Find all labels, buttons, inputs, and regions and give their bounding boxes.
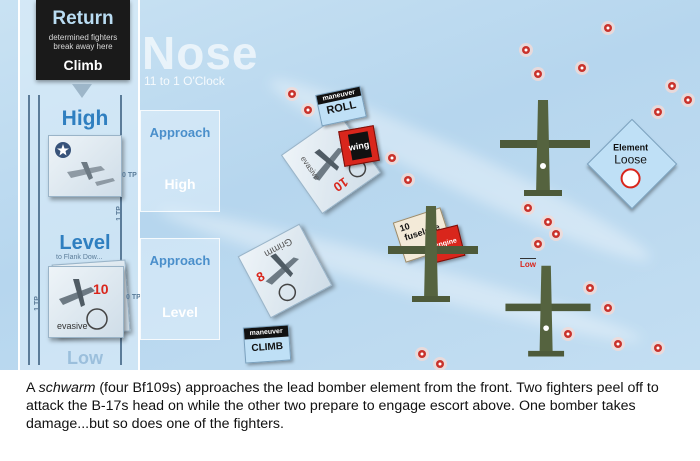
level-zone-label: Level: [59, 232, 111, 254]
level-fighter-counter[interactable]: 10 evasive: [48, 266, 124, 338]
wing-hit-marker[interactable]: wing: [338, 125, 380, 167]
flak-burst-icon: [401, 173, 415, 187]
caption-before: A: [26, 380, 39, 396]
fighter-plane-icon: [55, 142, 115, 186]
flak-burst-icon: [541, 215, 555, 229]
flak-burst-icon: [681, 93, 695, 107]
flak-burst-icon: [651, 105, 665, 119]
tp-marker: 1 TP: [115, 206, 123, 221]
flak-burst-icon: [531, 237, 545, 251]
low-position-label: Low: [520, 258, 536, 269]
approach-altitude: High: [164, 176, 196, 192]
return-box: Return determined fighters break away he…: [36, 0, 130, 80]
flak-burst-icon: [665, 79, 679, 93]
flak-burst-icon: [561, 327, 575, 341]
maneuver-header: maneuver: [243, 325, 289, 340]
flak-burst-icon: [301, 103, 315, 117]
grimm-fighter-counter[interactable]: Grimm 8: [237, 223, 333, 319]
flak-burst-icon: [601, 21, 615, 35]
flak-burst-icon: [521, 201, 535, 215]
game-board: 1 TP 1 TP Return determined fighters bre…: [0, 0, 700, 370]
flak-burst-icon: [433, 357, 447, 370]
maneuver-value: CLIMB: [251, 340, 284, 355]
flak-burst-icon: [385, 151, 399, 165]
caption: A schwarm (four Bf109s) approaches the l…: [26, 379, 676, 433]
fighter-plane-icon: [59, 279, 108, 330]
flak-burst-icon: [531, 67, 545, 81]
caption-after: (four Bf109s) approaches the lead bomber…: [26, 380, 659, 432]
approach-altitude: Level: [162, 304, 198, 320]
flak-burst-icon: [611, 337, 625, 351]
fighter-plane-icon: [265, 253, 300, 302]
flak-burst-icon: [285, 87, 299, 101]
approach-label: Approach: [149, 253, 211, 268]
high-zone-label: High: [61, 107, 109, 130]
flak-burst-icon: [519, 43, 533, 57]
element-loose-marker[interactable]: Element Loose: [586, 118, 678, 210]
flak-burst-icon: [415, 347, 429, 361]
return-title: Return: [52, 8, 114, 29]
flak-burst-icon: [575, 61, 589, 75]
return-subtitle: determined fighters break away here: [48, 33, 118, 51]
otp-marker: 0 TP: [122, 172, 137, 179]
approach-level-box[interactable]: Approach Level: [140, 238, 220, 340]
b17-bomber-icon: [505, 265, 591, 357]
zone-title: Nose: [142, 27, 259, 79]
flak-burst-icon: [583, 281, 597, 295]
return-action: Climb: [63, 57, 103, 73]
approach-label: Approach: [149, 125, 211, 140]
approach-high-box[interactable]: Approach High: [140, 110, 220, 212]
low-zone-label: Low: [67, 348, 103, 368]
high-fighter-counter[interactable]: [48, 135, 122, 197]
tp-marker: 1 TP: [33, 296, 41, 311]
level-sub-label: to Flank Dow...: [56, 254, 103, 261]
flak-burst-icon: [601, 301, 615, 315]
no-entry-icon: [620, 168, 641, 189]
b17-bomber-icon: [500, 100, 590, 196]
flak-burst-icon: [549, 227, 563, 241]
flak-burst-icon: [651, 341, 665, 355]
otp-marker: 0 TP: [126, 294, 141, 301]
element-title: Element: [613, 142, 649, 153]
maneuver-climb-marker[interactable]: maneuver CLIMB: [242, 324, 292, 364]
element-value: Loose: [614, 152, 647, 167]
caption-italic: schwarm: [38, 380, 96, 396]
counter-status: evasive: [57, 321, 88, 331]
counter-number: 10: [93, 281, 109, 297]
b17-bomber-icon: [388, 206, 478, 302]
zone-subtitle: 11 to 1 O'Clock: [144, 74, 225, 88]
